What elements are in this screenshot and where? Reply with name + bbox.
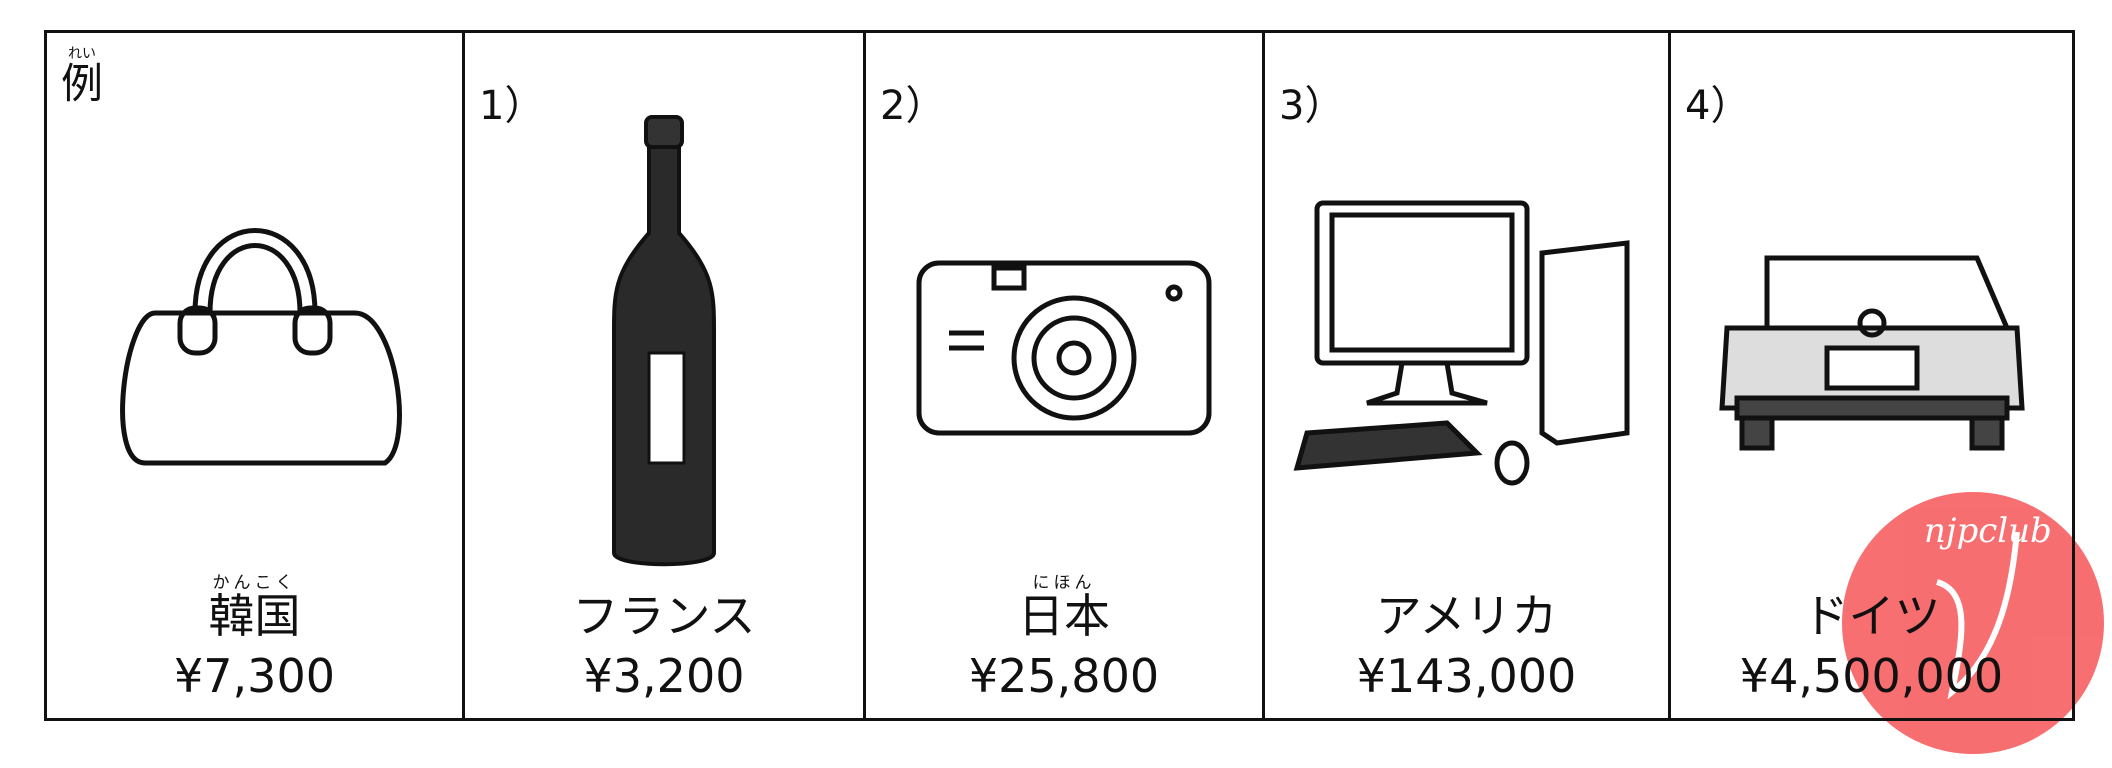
price-label: ¥143,000 [1356, 649, 1577, 703]
cell-1: 1） フランス ¥3,200 [465, 33, 866, 718]
price-label: ¥25,800 [968, 649, 1160, 703]
country-label: 日本 [1018, 589, 1110, 643]
bag-icon [47, 123, 462, 563]
cell-4: 4） ドイツ ¥4,500,000 [1671, 33, 2072, 718]
country-label: アメリカ [1375, 589, 1558, 643]
camera-icon [866, 123, 1262, 563]
item-number: 3） [1279, 83, 1345, 129]
country-label: 韓国 [208, 589, 301, 643]
watermark-logo: njpclub [1842, 492, 2104, 754]
exercise-table: れい 例 かんこく 韓国 ¥7,300 1） フランス ¥3,200 2） [44, 30, 2075, 721]
price-label: ¥3,200 [583, 649, 745, 703]
cell-2: 2） にほん 日本 ¥25,800 [866, 33, 1265, 718]
country-ruby: にほん [1032, 573, 1096, 593]
cell-example: れい 例 かんこく 韓国 ¥7,300 [47, 33, 465, 718]
example-ruby: れい [68, 46, 96, 62]
car-icon [1671, 123, 2072, 563]
computer-icon [1265, 123, 1668, 563]
item-number: 2） [880, 83, 946, 129]
item-number: 4） [1685, 83, 1751, 129]
country-ruby: かんこく [212, 573, 297, 593]
item-number: 1） [479, 83, 545, 129]
price-label: ¥7,300 [174, 649, 335, 703]
example-heading: れい 例 [61, 43, 103, 105]
price-label: ¥4,500,000 [1739, 649, 2004, 703]
country-label: フランス [572, 589, 756, 643]
watermark-text: njpclub [1924, 511, 2052, 551]
country-label: ドイツ [1802, 589, 1941, 643]
cell-3: 3） アメリカ ¥143,000 [1265, 33, 1671, 718]
wine-bottle-icon [465, 115, 863, 567]
example-label: 例 [61, 59, 104, 108]
